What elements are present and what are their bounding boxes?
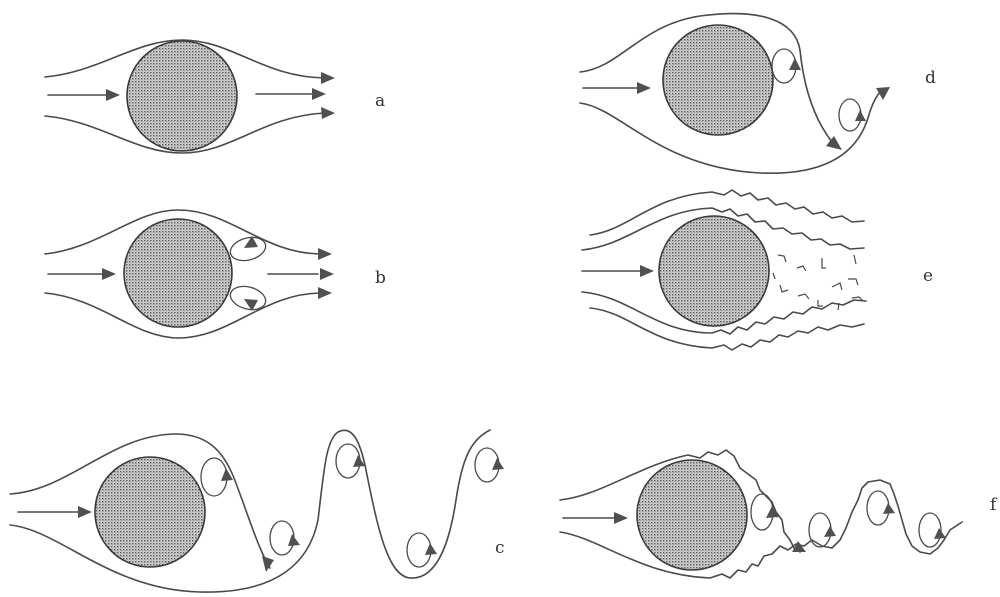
eddy-4-arrow xyxy=(425,543,437,555)
arrowhead-inflow xyxy=(614,512,628,524)
arrowhead-inflow xyxy=(102,268,116,280)
eddy-3 xyxy=(867,491,889,525)
panel-e: e xyxy=(582,190,933,350)
eddy-1-arrow xyxy=(789,58,801,70)
panel-label-d: d xyxy=(925,68,936,88)
panel-a: a xyxy=(45,40,385,153)
panel-label-c: c xyxy=(495,538,505,558)
arrowhead-wake xyxy=(262,556,274,572)
arrowhead-top xyxy=(318,248,332,260)
arrowhead-inflow xyxy=(637,82,651,94)
arrowhead-bottom xyxy=(318,287,332,299)
panel-b: b xyxy=(45,210,386,338)
eddy-2 xyxy=(809,513,831,547)
panel-d: d xyxy=(580,14,936,174)
arrowhead-inflow xyxy=(640,265,654,277)
eddy-1-arrow xyxy=(766,506,779,518)
cylinder xyxy=(663,25,773,135)
arrowhead-bottom xyxy=(321,107,335,119)
arrowhead-inflow xyxy=(78,506,92,518)
eddy-2 xyxy=(270,521,294,555)
panel-label-e: e xyxy=(923,266,933,286)
eddy-2 xyxy=(839,99,861,131)
eddy-2-arrow xyxy=(855,110,866,121)
cylinder xyxy=(659,216,769,326)
eddy-4-arrow xyxy=(934,528,946,539)
cylinder xyxy=(127,41,237,151)
cylinder xyxy=(95,457,205,567)
eddy-2-arrow xyxy=(824,526,836,537)
panel-f: f xyxy=(560,450,998,578)
arrowhead-outflow xyxy=(312,88,326,100)
arrowhead-inflow xyxy=(106,89,120,101)
panel-label-b: b xyxy=(375,268,386,288)
arrowhead-top xyxy=(321,72,335,84)
arrowhead-outflow xyxy=(320,268,334,280)
panel-c: c xyxy=(10,430,505,592)
panel-label-a: a xyxy=(375,91,385,111)
eddy-3-arrow xyxy=(883,503,895,514)
eddy-5-arrow xyxy=(492,458,504,470)
panel-label-f: f xyxy=(990,495,998,515)
cylinder xyxy=(124,219,232,327)
eddy-4 xyxy=(919,513,941,547)
cylinder xyxy=(637,460,747,570)
